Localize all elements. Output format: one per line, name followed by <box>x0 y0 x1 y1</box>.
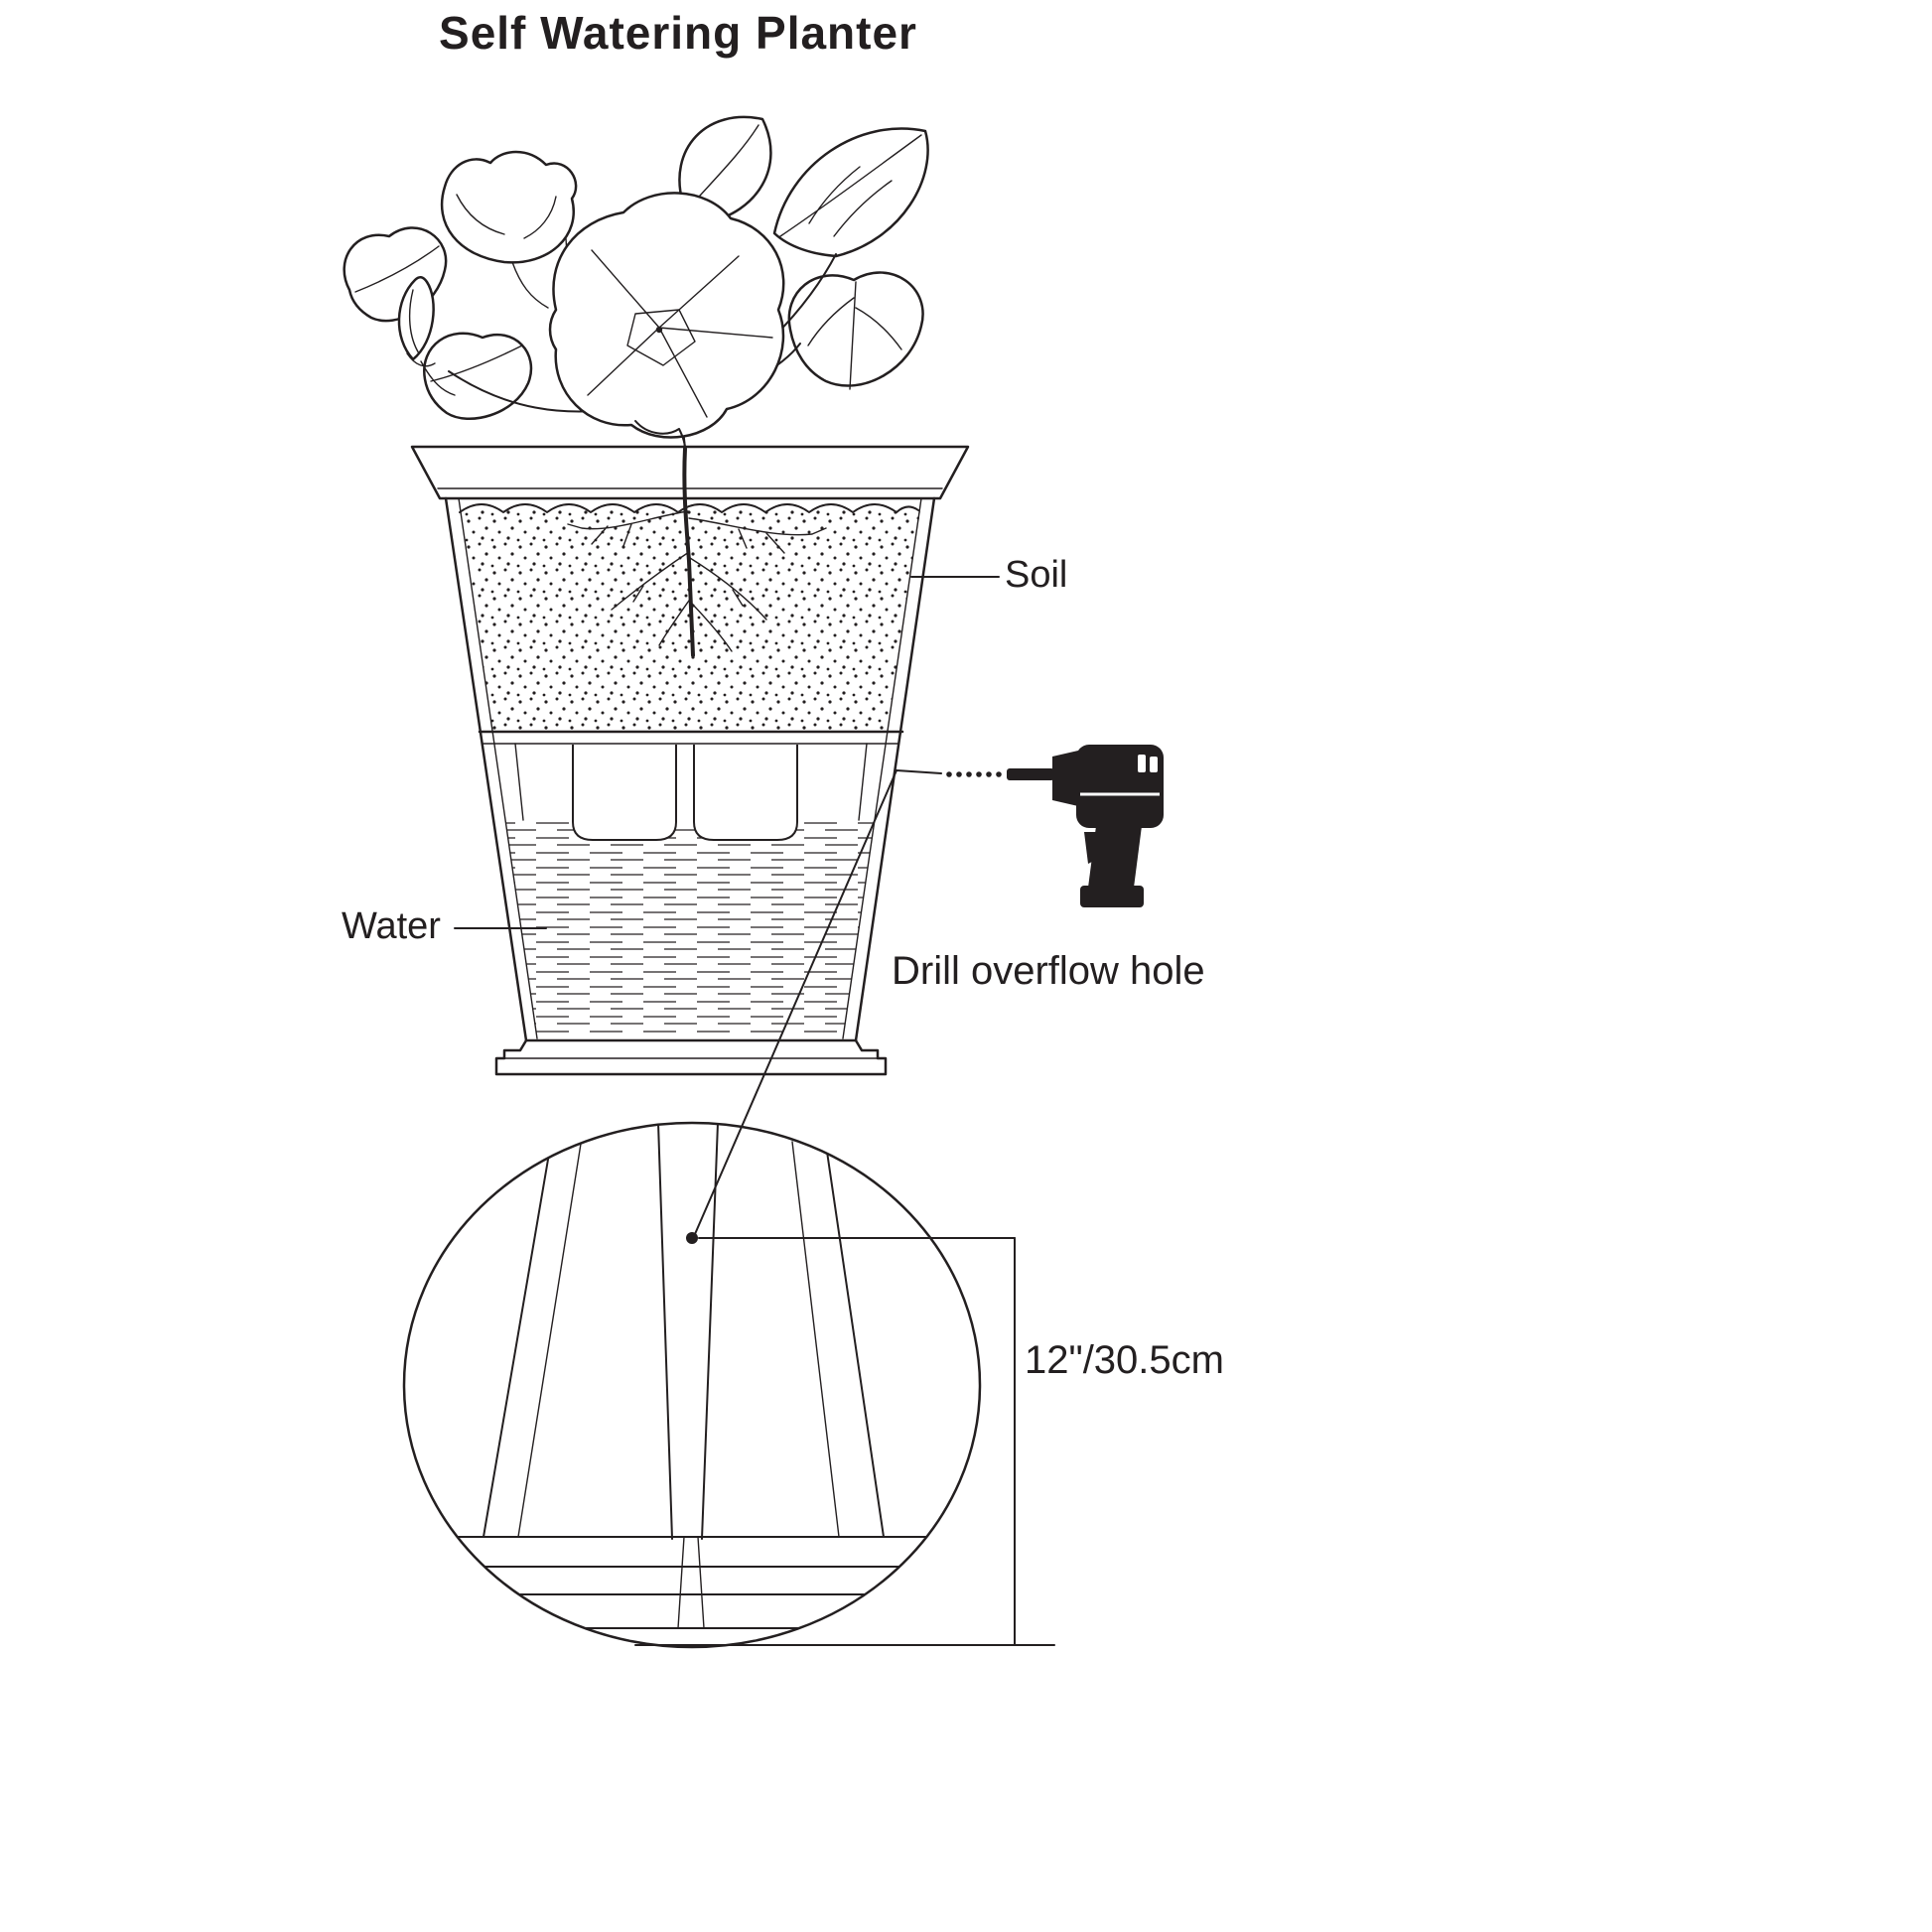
leaf-right-heart <box>787 271 924 387</box>
flower-main-bloom <box>548 192 785 439</box>
leaf-lower-left <box>423 332 533 421</box>
diagram-title: Self Watering Planter <box>439 7 917 59</box>
pot-rim <box>410 445 970 500</box>
flower-side <box>440 150 578 264</box>
soil-surface-line <box>459 503 919 513</box>
drill-icon <box>1007 745 1164 907</box>
water-texture <box>505 820 875 1036</box>
flower-bud <box>397 276 435 361</box>
zoom-circle-interior <box>418 1123 962 1629</box>
drill-overflow-label: Drill overflow hole <box>892 949 1205 993</box>
callout-diagonal-line <box>694 769 897 1235</box>
flower-illustration <box>343 115 929 450</box>
zoom-circle <box>402 1121 982 1649</box>
reservoir-insert <box>478 730 904 841</box>
water-label: Water <box>342 905 441 947</box>
overflow-hole-dot <box>686 1232 698 1244</box>
soil-label: Soil <box>1005 554 1068 596</box>
pot-base-foot <box>494 1038 888 1076</box>
drill-pointer-dots <box>946 771 1002 777</box>
planter-pot <box>410 445 970 1076</box>
insert-wall-right <box>858 743 868 821</box>
measurement-lines <box>634 1237 1055 1646</box>
drill-pointer-line <box>896 769 942 774</box>
insert-wall-left <box>514 743 524 821</box>
wick-cup-left <box>572 745 677 841</box>
root-system <box>567 447 827 657</box>
measurement-label: 12"/30.5cm <box>1025 1338 1224 1382</box>
leaf-top-right <box>772 127 929 258</box>
pot-body-outline <box>444 496 936 1076</box>
wick-cup-right <box>693 745 798 841</box>
